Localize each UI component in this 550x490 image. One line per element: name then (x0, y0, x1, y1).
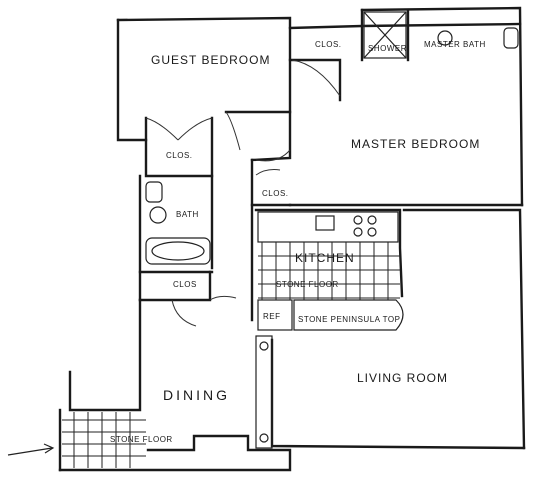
guest-bedroom-label: GUEST BEDROOM (151, 53, 270, 67)
dining-label: DINING (163, 387, 230, 403)
refrigerator (257, 299, 293, 331)
entry-stone-floor-label: STONE FLOOR (110, 435, 173, 444)
stove-burner (353, 227, 363, 237)
closet-hall-label: CLOS (173, 280, 197, 289)
kitchen-stone-floor-grid (258, 242, 400, 300)
dining-walls (7, 298, 292, 472)
living-room-walls (255, 208, 526, 450)
kitchen-stone-floor-label: STONE FLOOR (276, 280, 339, 289)
stone-peninsula (293, 299, 404, 331)
entry-arrow-icon (7, 443, 55, 456)
bathtub (145, 237, 211, 265)
closet-guest-label: CLOS. (166, 151, 193, 160)
bath-sink (149, 206, 167, 224)
master-bath-label: MASTER BATH (424, 40, 486, 49)
ref-label: REF (263, 312, 281, 321)
bath-toilet (145, 181, 163, 203)
living-room-column (255, 335, 273, 449)
closet-master-label: CLOS. (262, 189, 289, 198)
entry-stone-floor-grid (62, 412, 146, 468)
shower-stall (363, 11, 407, 59)
stove-burner (367, 215, 377, 225)
living-room-label: LIVING ROOM (357, 371, 448, 385)
guest-closet-walls (144, 116, 214, 178)
kitchen-walls (254, 208, 404, 331)
stone-peninsula-label: STONE PENINSULA TOP (298, 315, 400, 324)
bath-label: BATH (176, 210, 199, 219)
hall-closet-walls (138, 270, 237, 327)
closet-top-label: CLOS. (315, 40, 342, 49)
stove-burner (367, 227, 377, 237)
master-bedroom-walls (250, 110, 524, 207)
kitchen-label: KITCHEN (295, 251, 355, 265)
master-bedroom-label: MASTER BEDROOM (351, 137, 480, 151)
kitchen-counter (257, 211, 399, 243)
shower-label: SHOWER (368, 44, 407, 53)
guest-bath-walls (138, 174, 214, 302)
stove-burner (353, 215, 363, 225)
master-bath-toilet (503, 27, 519, 49)
guest-bedroom-walls (116, 16, 292, 151)
master-bath-sink (437, 30, 453, 46)
top-wing-walls (288, 6, 524, 207)
master-closet-walls (250, 158, 292, 322)
kitchen-sink (315, 215, 335, 231)
